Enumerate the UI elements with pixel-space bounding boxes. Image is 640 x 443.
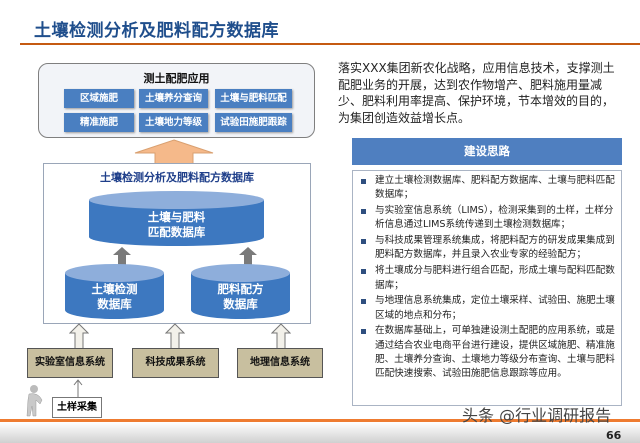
list-item: 建立土壤检测数据库、肥料配方数据库、土壤与肥料匹配数据库； bbox=[359, 174, 615, 203]
bullet-icon bbox=[361, 329, 366, 335]
soil-sampling-box: 土样采集 bbox=[52, 397, 102, 418]
cylinder-label: 土壤与肥料 bbox=[147, 210, 206, 224]
list-item: 与实验室信息系统（LIMS），检测采集到的土样，土样分析信息通过LIMS系统传递… bbox=[359, 204, 615, 233]
ideas-header: 建设思路 bbox=[352, 138, 622, 165]
bullet-icon bbox=[361, 269, 366, 275]
app-module: 土壤地力等级 bbox=[139, 113, 208, 132]
ideas-list: 建立土壤检测数据库、肥料配方数据库、土壤与肥料匹配数据库； 与实验室信息系统（L… bbox=[352, 170, 622, 406]
bullet-icon bbox=[361, 299, 366, 305]
bullet-icon bbox=[361, 209, 366, 215]
footer-bar bbox=[0, 422, 640, 443]
app-panel-title: 测土配肥应用 bbox=[143, 72, 210, 85]
fertilizer-database-cylinder: 肥料配方 数据库 bbox=[190, 263, 291, 320]
list-item-text: 建立土壤检测数据库、肥料配方数据库、土壤与肥料匹配数据库； bbox=[375, 175, 615, 201]
cylinder-label: 土壤检测 bbox=[91, 282, 138, 296]
watermark: 头条 @行业调研报告 bbox=[462, 406, 612, 425]
list-item: 在数据库基础上，可单独建设测土配肥的应用系统，或是通过结合农业电商平台进行建设，… bbox=[359, 324, 615, 381]
title-divider bbox=[20, 43, 640, 45]
database-panel-title: 土壤检测分析及肥料配方数据库 bbox=[100, 171, 254, 184]
gray-up-arrow-icon bbox=[239, 247, 257, 265]
cylinder-label: 数据库 bbox=[97, 297, 132, 311]
cylinder-label: 数据库 bbox=[223, 297, 258, 311]
page-number: 66 bbox=[606, 429, 622, 442]
database-panel: 土壤检测分析及肥料配方数据库 土壤与肥料 匹配数据库 土壤检测 数据库 肥料配方… bbox=[43, 163, 311, 324]
list-item-text: 与科技成果管理系统集成，将肥料配方的研发成果集成到肥料配方数据库，并且录入农业专… bbox=[375, 235, 615, 261]
thin-up-arrow-icon bbox=[73, 379, 83, 398]
hollow-up-arrow-icon bbox=[165, 323, 185, 349]
system-box-lab: 实验室信息系统 bbox=[27, 348, 113, 378]
list-item-text: 将土壤成分与肥料进行组合匹配，形成土壤与配料匹配数据库； bbox=[375, 265, 615, 291]
cylinder-label: 肥料配方 bbox=[217, 282, 264, 296]
app-module: 土壤与肥料匹配 bbox=[215, 89, 292, 108]
list-item: 与科技成果管理系统集成，将肥料配方的研发成果集成到肥料配方数据库，并且录入农业专… bbox=[359, 234, 615, 263]
bullet-icon bbox=[361, 179, 366, 184]
hollow-up-arrow-icon bbox=[271, 323, 291, 349]
list-item: 与地理信息系统集成，定位土壤采样、试验田、施肥土壤区域的地点和分布； bbox=[359, 294, 615, 323]
list-item: 将土壤成分与肥料进行组合匹配，形成土壤与配料匹配数据库； bbox=[359, 264, 615, 293]
gray-up-arrow-icon bbox=[113, 247, 131, 265]
system-box-tech: 科技成果系统 bbox=[132, 348, 219, 378]
orange-up-arrow-icon bbox=[134, 139, 214, 165]
app-module: 精准施肥 bbox=[64, 113, 134, 132]
match-database-cylinder: 土壤与肥料 匹配数据库 bbox=[88, 190, 265, 247]
soil-database-cylinder: 土壤检测 数据库 bbox=[64, 263, 165, 320]
list-item-text: 在数据库基础上，可单独建设测土配肥的应用系统，或是通过结合农业电商平台进行建设，… bbox=[375, 325, 615, 380]
app-module: 区域施肥 bbox=[64, 89, 134, 108]
bullet-icon bbox=[361, 239, 366, 245]
cylinder-label: 匹配数据库 bbox=[147, 225, 206, 239]
footer-divider bbox=[0, 419, 640, 422]
intro-text: 落实XXX集团新农化战略，应用信息技术，支撑测土配肥业务的开展，达到农作物增产、… bbox=[338, 61, 615, 125]
app-panel: 测土配肥应用 区域施肥 土壤养分查询 土壤与肥料匹配 精准施肥 土壤地力等级 试… bbox=[38, 63, 315, 138]
system-box-gis: 地理信息系统 bbox=[237, 348, 323, 378]
app-module: 试验田施肥跟踪 bbox=[215, 113, 292, 132]
app-module: 土壤养分查询 bbox=[139, 89, 208, 108]
person-sampling-icon bbox=[26, 385, 43, 417]
hollow-up-arrow-icon bbox=[69, 323, 89, 349]
list-item-text: 与地理信息系统集成，定位土壤采样、试验田、施肥土壤区域的地点和分布； bbox=[375, 295, 615, 321]
page-title: 土壤检测分析及肥料配方数据库 bbox=[34, 21, 279, 41]
list-item-text: 与实验室信息系统（LIMS），检测采集到的土样，土样分析信息通过LIMS系统传递… bbox=[375, 205, 614, 231]
